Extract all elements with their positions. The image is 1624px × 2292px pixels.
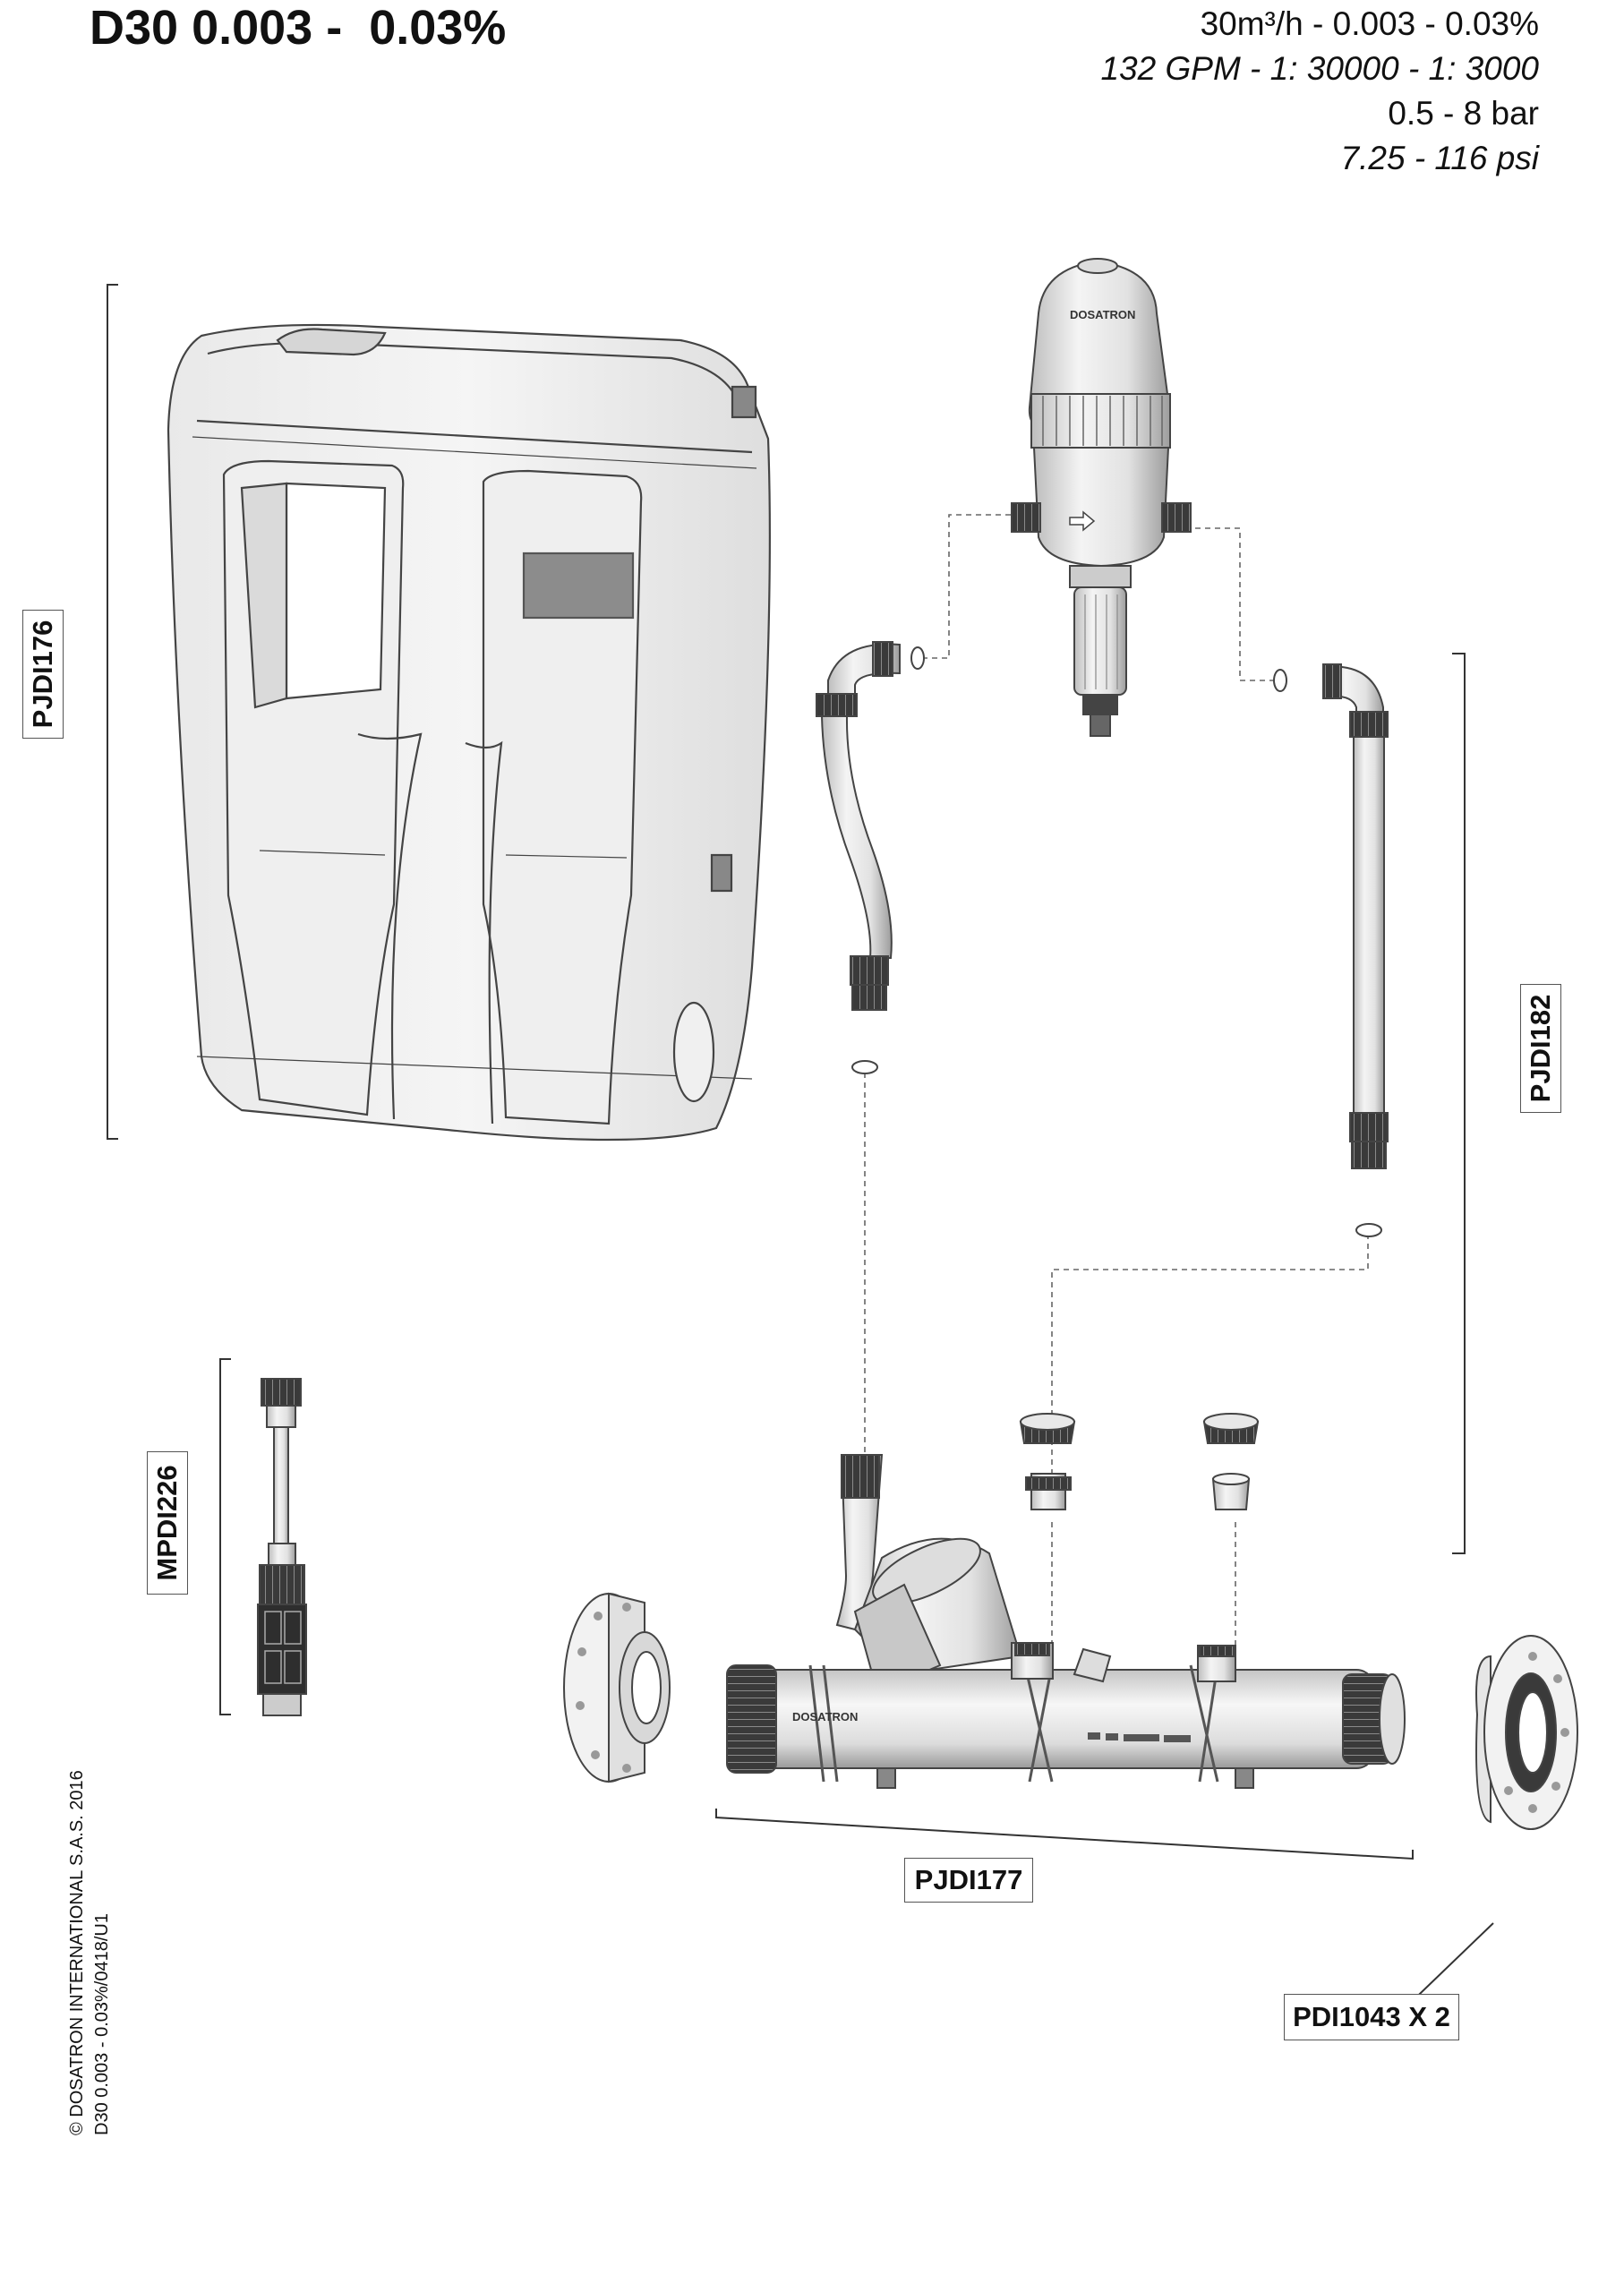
copyright-block: © DOSATRON INTERNATIONAL S.A.S. 2016 D30… bbox=[64, 1770, 115, 2135]
dosing-body: DOSATRON bbox=[726, 1454, 1406, 1789]
flange-left bbox=[563, 1592, 671, 1783]
label-body: PJDI177 bbox=[904, 1858, 1033, 1903]
label-suction: MPDI226 bbox=[147, 1451, 188, 1595]
spec-pressure-psi: 7.25 - 116 psi bbox=[1340, 140, 1539, 176]
spec-flow: 30m³/h - 0.003 - 0.03% bbox=[1200, 5, 1539, 42]
body-logo: DOSATRON bbox=[792, 1710, 858, 1723]
protective-cover bbox=[167, 323, 771, 1142]
spec-block: 30m³/h - 0.003 - 0.03% 132 GPM - 1: 3000… bbox=[1100, 2, 1539, 181]
dosing-pump-unit: DOSATRON bbox=[1011, 258, 1192, 737]
label-hoses: PJDI182 bbox=[1520, 984, 1561, 1113]
spec-ratio: 132 GPM - 1: 30000 - 1: 3000 bbox=[1100, 50, 1539, 87]
label-flange: PDI1043 X 2 bbox=[1284, 1994, 1459, 2040]
label-cover: PJDI176 bbox=[22, 610, 64, 739]
fitting-nut-left bbox=[1019, 1413, 1076, 1510]
assembly-lines bbox=[864, 514, 1369, 1683]
fitting-nut-right bbox=[1202, 1413, 1260, 1510]
flange-right bbox=[1475, 1635, 1578, 1830]
suction-assembly bbox=[257, 1378, 307, 1716]
page-title: D30 0.003 - 0.03% bbox=[90, 1, 507, 55]
hose-left bbox=[816, 641, 925, 1074]
unit-logo: DOSATRON bbox=[1070, 308, 1135, 321]
hose-right bbox=[1273, 663, 1389, 1237]
spec-pressure-bar: 0.5 - 8 bar bbox=[1388, 95, 1539, 132]
bracket-lines bbox=[107, 284, 1494, 2015]
copyright-line: © DOSATRON INTERNATIONAL S.A.S. 2016 bbox=[67, 1770, 87, 2135]
document-reference: D30 0.003 - 0.03%/0418/U1 bbox=[92, 1913, 112, 2135]
